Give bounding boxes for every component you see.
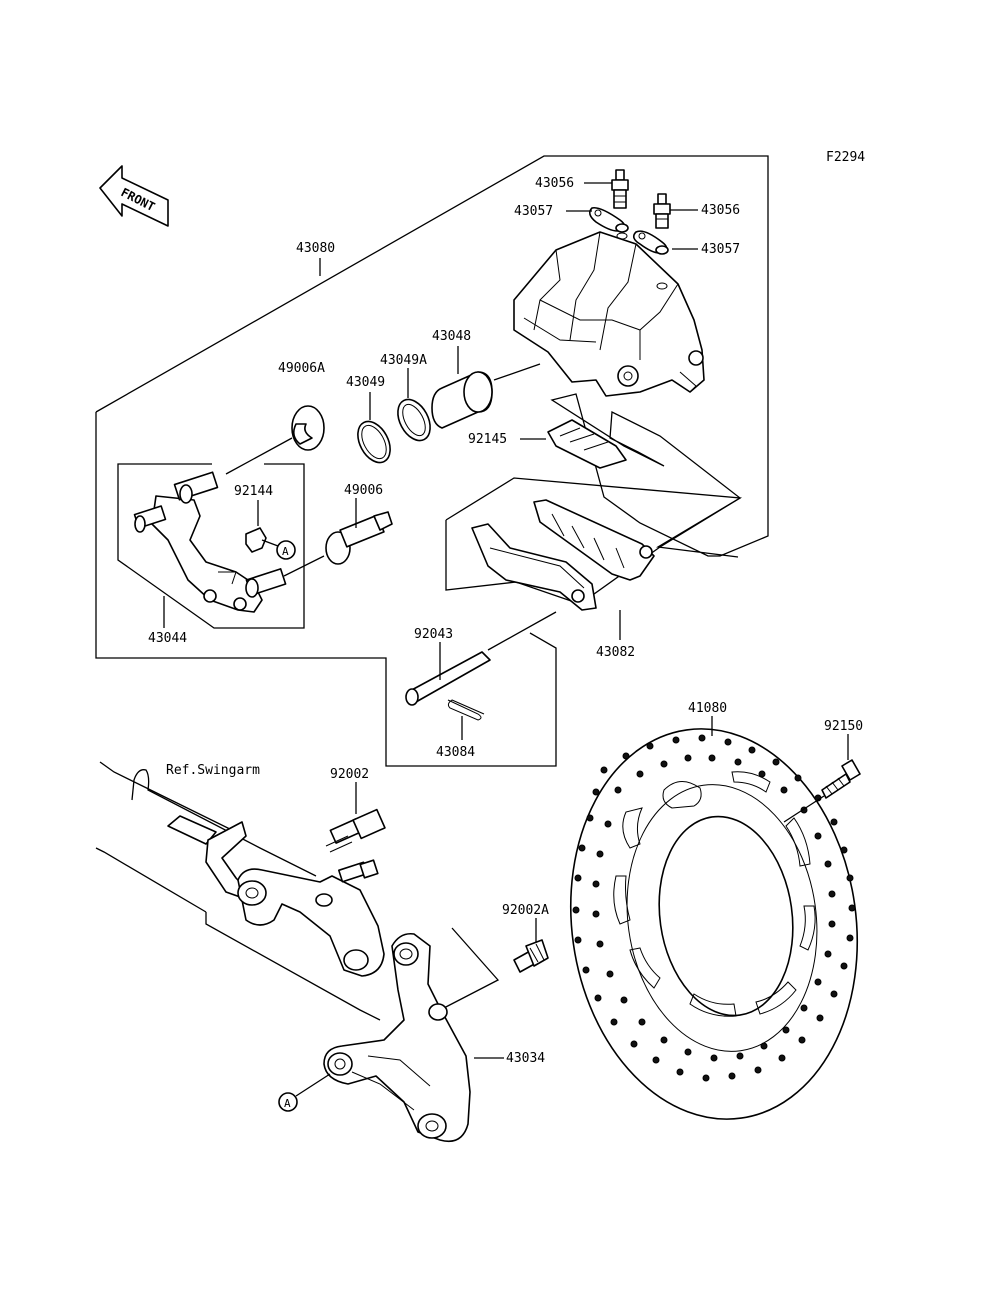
label-43057-left: 43057	[514, 204, 553, 219]
swingarm-ref-label: Ref.Swingarm	[166, 763, 260, 778]
caliper-body	[513, 231, 705, 397]
bleeder-valve-43056-left	[611, 169, 629, 209]
pin-clip-43084	[447, 699, 485, 721]
piston-43048	[431, 371, 493, 429]
label-43057-right: 43057	[701, 242, 740, 257]
label-43049: 43049	[346, 375, 385, 390]
label-43034: 43034	[506, 1051, 545, 1066]
torque-link	[237, 859, 385, 977]
dust-seal-43049A	[397, 398, 431, 442]
label-43084: 43084	[436, 745, 475, 760]
slide-pin-49006	[325, 511, 393, 565]
pad-pin-92043	[405, 651, 491, 706]
label-43080: 43080	[296, 241, 335, 256]
brake-pads-43082	[471, 499, 655, 611]
label-43049A: 43049A	[380, 353, 427, 368]
label-43048: 43048	[432, 329, 471, 344]
piston-seal-43049	[357, 420, 391, 464]
label-43056-right: 43056	[701, 203, 740, 218]
spring-plate-92145	[547, 419, 627, 469]
label-43082: 43082	[596, 645, 635, 660]
swingarm-reference	[95, 761, 381, 1021]
caliper-assembly-outline	[95, 155, 769, 558]
label-92002: 92002	[330, 767, 369, 782]
figure-code: F2294	[826, 150, 865, 165]
label-43056-left: 43056	[535, 176, 574, 191]
brake-disc-41080	[569, 728, 859, 1120]
label-92144: 92144	[234, 484, 273, 499]
label-92002A: 92002A	[502, 903, 549, 918]
caliper-holder-43044	[133, 471, 287, 613]
label-49006: 49006	[344, 483, 383, 498]
bolt-92002A	[513, 939, 549, 973]
bolt-92002	[325, 808, 386, 853]
svg-text:A: A	[284, 1097, 291, 1110]
label-43044: 43044	[148, 631, 187, 646]
front-arrow-icon: FRONT	[99, 165, 169, 227]
cap-43057-left	[588, 206, 629, 233]
ref-marker-a-lower: A	[278, 1092, 298, 1112]
label-49006A: 49006A	[278, 361, 325, 376]
clip-92144	[245, 527, 267, 553]
svg-text:A: A	[282, 545, 289, 558]
bleeder-valve-43056-right	[653, 193, 671, 229]
disc-holes	[572, 734, 856, 1082]
label-92150: 92150	[824, 719, 863, 734]
bracket-43034	[323, 932, 471, 1143]
disc-bolt-92150	[821, 759, 861, 799]
boot-49006A	[291, 405, 325, 451]
cap-43057-right	[632, 230, 669, 255]
label-92043: 92043	[414, 627, 453, 642]
label-92145: 92145	[468, 432, 507, 447]
label-41080: 41080	[688, 701, 727, 716]
ref-marker-a-upper: A	[276, 540, 296, 560]
